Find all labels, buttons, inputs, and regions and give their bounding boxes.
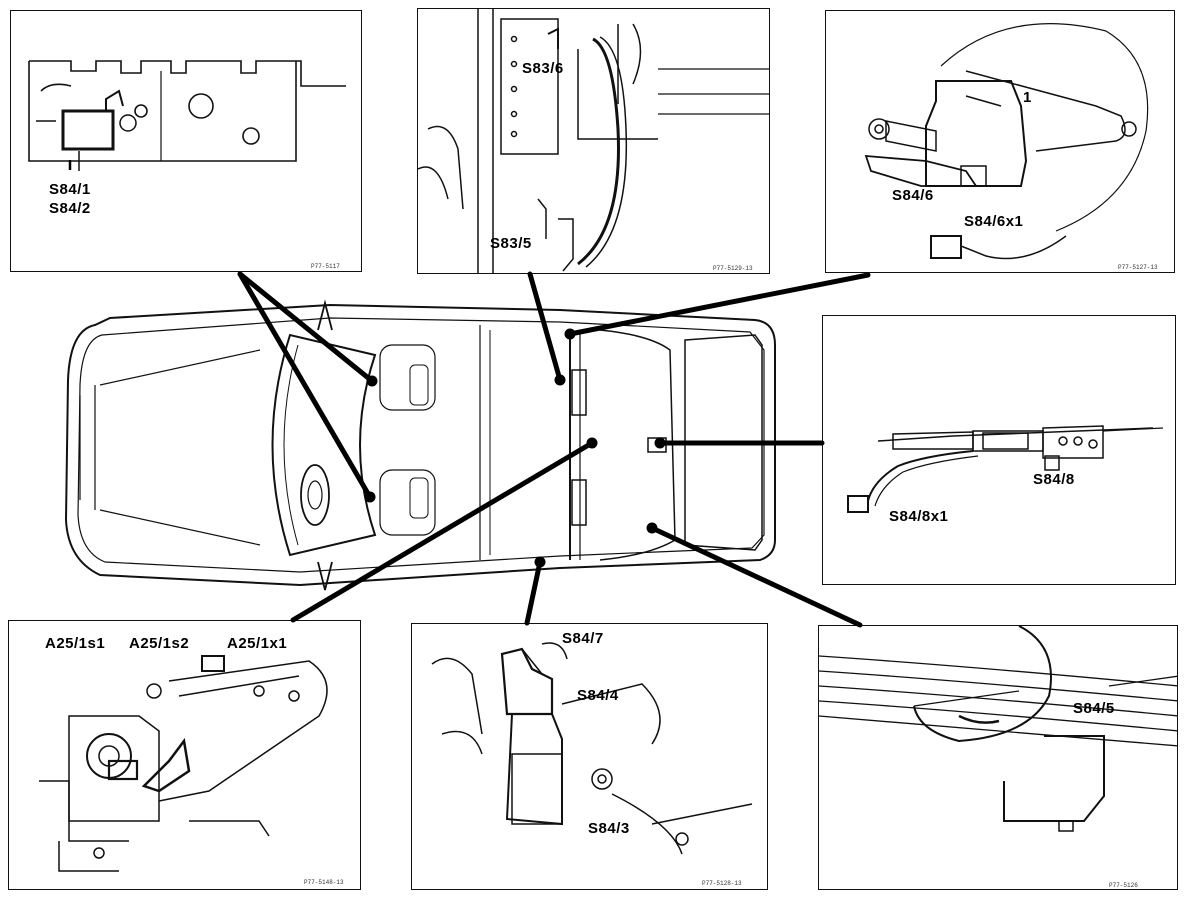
panel-bottom-left-drawing — [39, 655, 328, 872]
label-a25-1x1: A25/1x1 — [227, 635, 288, 652]
panel-top-left-drawing — [28, 60, 346, 171]
figure-code: P77-5128-13 — [702, 880, 742, 887]
label-s83-6: S83/6 — [522, 60, 564, 77]
label-s84-4: S84/4 — [577, 687, 619, 704]
panel-top-left: S84/1 S84/2 P77-5117 — [10, 10, 362, 272]
figure-code: P77-5127-13 — [1118, 264, 1158, 271]
label-s84-8: S84/8 — [1033, 471, 1075, 488]
label-s83-5: S83/5 — [490, 235, 532, 252]
panel-bottom-right: S84/5 P77-5126 — [818, 625, 1178, 890]
figure-code: P77-5117 — [311, 263, 340, 270]
panel-middle-right-drawing — [847, 425, 1164, 513]
figure-code: P77-5148-13 — [304, 879, 344, 886]
label-s84-3: S84/3 — [588, 820, 630, 837]
panel-top-center-drawing — [418, 9, 769, 273]
label-s84-5: S84/5 — [1073, 700, 1115, 717]
panel-top-right: 1 S84/6 S84/6x1 P77-5127-13 — [825, 10, 1175, 273]
label-a25-1s2: A25/1s2 — [129, 635, 190, 652]
label-a25-1s1: A25/1s1 — [45, 635, 106, 652]
panel-top-center: S83/6 S83/5 P77-5129-13 — [417, 8, 770, 274]
panel-bottom-right-drawing — [819, 626, 1177, 832]
label-s84-6x1: S84/6x1 — [964, 213, 1024, 230]
figure-code: P77-5129-13 — [713, 265, 753, 272]
label-s84-7: S84/7 — [562, 630, 604, 647]
panel-bottom-center-drawing — [431, 642, 753, 855]
panel-top-right-drawing — [864, 23, 1149, 260]
panel-bottom-center: S84/7 S84/4 S84/3 P77-5128-13 — [411, 623, 768, 890]
panel-bottom-left: A25/1s1 A25/1s2 A25/1x1 P77-5148-13 — [8, 620, 361, 890]
label-s84-8x1: S84/8x1 — [889, 508, 949, 525]
panel-middle-right: S84/8 S84/8x1 — [822, 315, 1176, 585]
figure-code: P77-5126 — [1109, 882, 1138, 889]
label-s84-1: S84/1 — [49, 181, 91, 198]
label-s84-2: S84/2 — [49, 200, 91, 217]
label-s84-6: S84/6 — [892, 187, 934, 204]
label-item-1: 1 — [1023, 89, 1032, 106]
